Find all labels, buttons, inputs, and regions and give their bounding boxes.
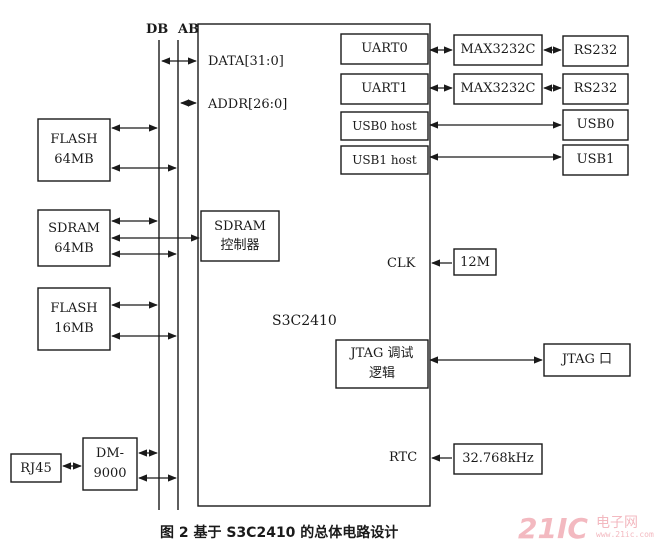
rj45-block (10, 453, 62, 483)
watermark-logo: 21IC 电子网 www.21ic.com (518, 512, 658, 548)
jtag-port-label: JTAG 口 (561, 352, 613, 367)
clk-label: CLK (387, 256, 416, 271)
crystal-12m-label: 12M (460, 255, 490, 270)
max3232c-0-block (453, 34, 543, 66)
sdram-ctrl-label-1: SDRAM (214, 219, 266, 234)
s3c2410-chip (197, 23, 431, 507)
flash16-label-1: FLASH (50, 301, 98, 316)
usb1-host-label: USB1 host (352, 153, 417, 167)
chip-name: S3C2410 (272, 313, 337, 329)
flash64-label-2: 64MB (54, 152, 94, 167)
watermark-brand: 21IC (518, 512, 588, 545)
rs232-1-label: RS232 (573, 81, 618, 96)
jtag-debug-label-2: 逻辑 (368, 366, 395, 381)
sdram-ctrl-label-2: 控制器 (220, 238, 260, 253)
dm9000-label-1: DM- (95, 446, 125, 461)
usb0-host-block (340, 111, 429, 141)
addr-bus-label: ADDR[26:0] (208, 97, 288, 112)
sdram-64mb-block (37, 209, 111, 267)
flash-64mb-block (37, 118, 111, 182)
dm9000-block (82, 437, 138, 491)
usb0-host-label: USB0 host (352, 119, 417, 133)
usb0-port-block (562, 109, 629, 141)
sdram64-label-2: 64MB (54, 241, 94, 256)
usb1-port-label: USB1 (576, 152, 615, 167)
crystal-rtc-block (453, 443, 543, 475)
usb1-host-block (340, 145, 429, 175)
jtag-port-block (543, 343, 631, 377)
rs232-1-block (562, 73, 629, 105)
rtc-label: RTC (389, 450, 418, 465)
watermark-url: www.21ic.com (596, 530, 654, 539)
sdram64-label-1: SDRAM (48, 221, 100, 236)
uart0-label: UART0 (361, 41, 408, 56)
rj45-label: RJ45 (20, 461, 52, 476)
jtag-debug-block (335, 339, 429, 389)
sdram-controller-block (200, 210, 280, 262)
figure-caption: 图 2 基于 S3C2410 的总体电路设计 (160, 525, 399, 541)
ab-label: AB (178, 22, 200, 37)
data-bus-label: DATA[31:0] (208, 54, 284, 69)
rs232-0-label: RS232 (573, 43, 618, 58)
uart0-block (340, 33, 429, 65)
uart1-label: UART1 (361, 81, 408, 96)
usb0-port-label: USB0 (576, 117, 615, 132)
max3232c-1-block (453, 73, 543, 105)
jtag-debug-label-1: JTAG 调试 (350, 346, 414, 361)
crystal-rtc-label: 32.768kHz (462, 451, 534, 466)
watermark-subtitle: 电子网 (596, 515, 638, 531)
crystal-12m-block (453, 248, 497, 276)
flash64-label-1: FLASH (50, 132, 98, 147)
max3232c-1-label: MAX3232C (460, 81, 536, 96)
db-label: DB (146, 22, 169, 37)
dm9000-label-2: 9000 (93, 466, 127, 481)
max3232c-0-label: MAX3232C (460, 42, 536, 57)
flash-16mb-block (37, 287, 111, 351)
rs232-0-block (562, 35, 629, 67)
flash16-label-2: 16MB (54, 321, 94, 336)
usb1-port-block (562, 144, 629, 176)
uart1-block (340, 73, 429, 105)
